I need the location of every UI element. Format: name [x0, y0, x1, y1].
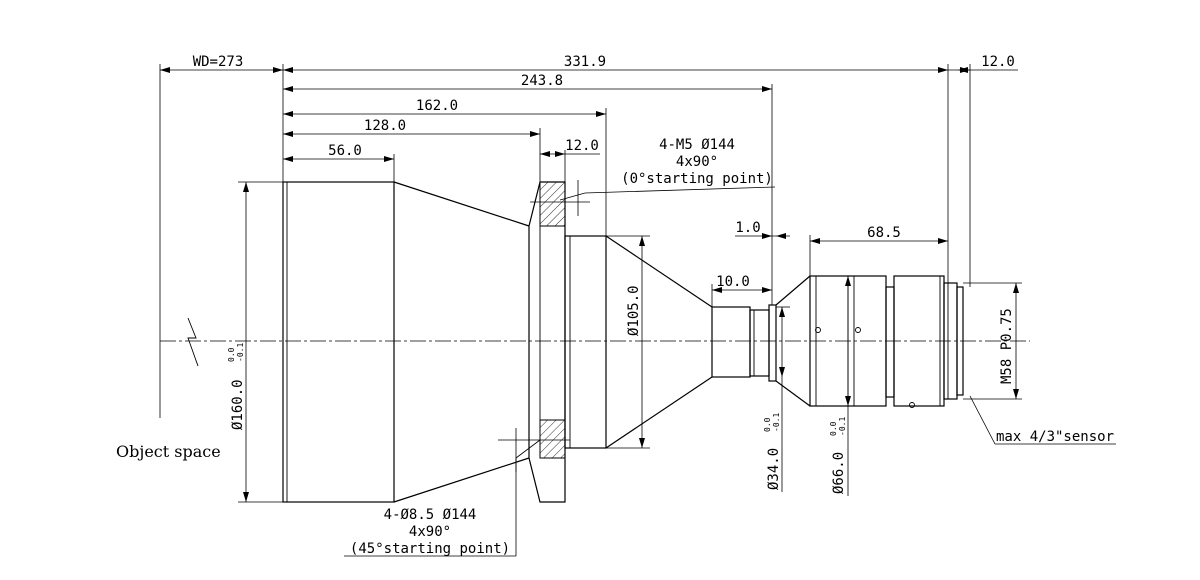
d160-tol-upper: 0.0: [227, 347, 236, 362]
rear-connector: [885, 286, 895, 398]
flange-arrow-right: [555, 151, 565, 157]
object-space-label: Object space: [116, 442, 221, 461]
flange-bottom-hatched-section: [539, 419, 566, 459]
rear-mount-thread: [956, 286, 964, 396]
d160-arrow-top: [243, 182, 249, 192]
taper-cone-bottom: [605, 376, 713, 449]
dim-128-label: 128.0: [364, 118, 406, 134]
dim-68-arrow-left: [810, 238, 820, 244]
total-arrow-right: [938, 67, 948, 73]
dim-56-arrow-left: [283, 156, 293, 162]
thread-label: M58 P0.75: [999, 308, 1015, 384]
sensor-label: max 4/3"sensor: [996, 429, 1114, 445]
d105-label: Ø105.0: [626, 285, 642, 336]
d105-arrow-bottom: [639, 438, 645, 448]
flange-dim-label: 12.0: [565, 138, 599, 154]
middle-barrel: [564, 235, 607, 449]
d66-arrow-bottom: [845, 396, 851, 406]
d66-arrow-top: [845, 276, 851, 286]
dim-128-arrow-right: [530, 131, 540, 137]
wd-arrow-left: [160, 67, 170, 73]
d66-tol-upper: 0.0: [829, 421, 838, 436]
top-hole-leader: [584, 186, 776, 194]
bottom-hole-note-3: (45°starting point): [350, 541, 510, 557]
dim-243-arrow-right: [762, 86, 772, 92]
rear-body-screw-1: [815, 327, 821, 333]
dim-162-arrow-left: [283, 111, 293, 117]
rear-body-screw-2: [855, 327, 861, 333]
sensor-leader: [969, 395, 996, 445]
wd-arrow-right: [273, 67, 283, 73]
dim-68-label: 68.5: [867, 225, 901, 241]
axis-break-symbol: [187, 317, 199, 367]
dim-56-label: 56.0: [328, 143, 362, 159]
wd-label: WD=273: [193, 54, 244, 70]
d34-arrow-top: [779, 307, 785, 317]
waist-collar: [768, 304, 777, 382]
dim-56-arrow-right: [384, 156, 394, 162]
back-focal-label: 12.0: [981, 54, 1015, 70]
dim-1-label: 1.0: [735, 220, 760, 236]
flange-top-hatched-section: [539, 181, 566, 227]
dim-1-arrow-2: [776, 233, 786, 239]
rear-body-2-screw: [909, 402, 915, 408]
d34-tol-upper: 0.0: [763, 417, 772, 432]
d160-label: Ø160.0: [230, 379, 246, 430]
dim-1-arrow: [762, 233, 772, 239]
d66-label: Ø66.0: [831, 452, 847, 494]
thread-arrow-top: [1013, 283, 1019, 293]
back-focal-arrow-right: [960, 67, 970, 73]
front-barrel: [282, 181, 395, 503]
bottom-hole-note-2: 4x90°: [409, 524, 451, 540]
thread-arrow-bottom: [1013, 389, 1019, 399]
d160-arrow-bottom: [243, 492, 249, 502]
top-hole-note-1: 4-M5 Ø144: [659, 137, 735, 153]
rear-cone-top: [775, 275, 811, 306]
taper-cone-top: [605, 235, 713, 308]
top-hole-note-3: (0°starting point): [621, 171, 773, 187]
top-hole-note-2: 4x90°: [676, 154, 718, 170]
d34-arrow-bottom: [779, 367, 785, 377]
waist-tube: [711, 306, 751, 378]
front-cone-bottom: [393, 457, 530, 503]
dim-162-label: 162.0: [416, 98, 458, 114]
dim-128-arrow-left: [283, 131, 293, 137]
d66-tol-lower: -0.1: [838, 417, 847, 436]
dim-10-arrow-right: [762, 287, 772, 293]
total-arrow-left: [283, 67, 293, 73]
dim-10-label: 10.0: [716, 274, 750, 290]
total-length-label: 331.9: [564, 54, 606, 70]
waist-ring: [749, 309, 770, 377]
rear-cone-bottom: [775, 380, 811, 407]
bottom-hole-note-1: 4-Ø8.5 Ø144: [384, 507, 477, 523]
dim-68-arrow-right: [938, 238, 948, 244]
bottom-hole-leader: [515, 439, 541, 459]
dim-10-arrow-left: [712, 287, 722, 293]
flange-arrow-left: [540, 151, 550, 157]
d34-label: Ø34.0: [766, 448, 782, 490]
d105-arrow-top: [639, 236, 645, 246]
top-hole-leader-2: [559, 192, 586, 201]
dim-243-arrow-left: [283, 86, 293, 92]
front-cone-top: [393, 181, 530, 227]
d160-tol-lower: -0.1: [236, 343, 245, 362]
d34-tol-lower: -0.1: [772, 413, 781, 432]
dim-243-label: 243.8: [521, 73, 563, 89]
dim-162-arrow-right: [596, 111, 606, 117]
